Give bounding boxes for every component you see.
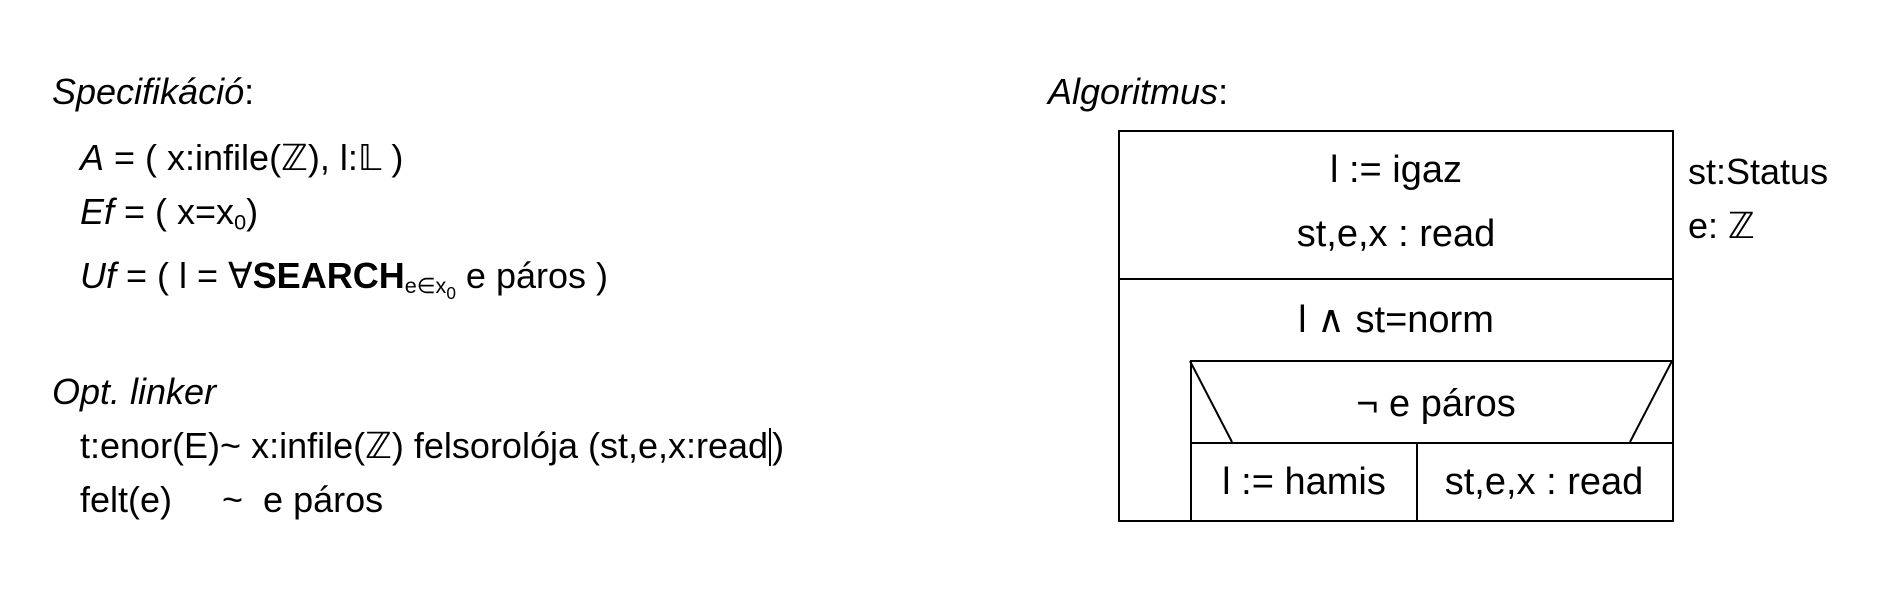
linker-line-2: felt(e) ~ e páros: [80, 479, 384, 520]
spec-Uf-bold: SEARCH: [252, 255, 405, 296]
spec-A-rest: = ( x:infile(ℤ), l:𝕃 ): [104, 137, 404, 178]
linker-line-1-end: ): [772, 425, 785, 466]
spec-heading: Specifikáció:: [52, 70, 254, 114]
loop-separator: [1190, 360, 1672, 362]
spec-Ef-sub: 0: [234, 209, 247, 235]
condition-separator: [1190, 442, 1672, 444]
spec-Ef-rest: = ( x=x: [114, 191, 235, 232]
spec-line-A: A = ( x:infile(ℤ), l:𝕃 ): [80, 136, 403, 180]
linker-line-1: t:enor(E)~ x:infile(ℤ) felsorolója (st,e…: [80, 424, 784, 468]
spec-Ef-label: Ef: [80, 191, 115, 232]
linker-heading: Opt. linker: [52, 371, 217, 412]
init-line-2: st,e,x : read: [1296, 213, 1496, 255]
loop-body-left-edge: [1190, 360, 1192, 520]
if-header-diagonals: [1189, 360, 1673, 443]
loop-condition: l ∧ st=norm: [1298, 299, 1494, 341]
else-branch: st,e,x : read: [1444, 461, 1644, 503]
spec-Uf-end: e páros ): [455, 255, 608, 296]
spec-Uf-sub-text: e∈x: [404, 273, 447, 299]
spec-heading-label: Specifikáció: [52, 71, 245, 112]
spec-heading-colon: :: [244, 71, 255, 112]
if-condition: ¬ e páros: [1356, 383, 1516, 425]
spec-line-Ef: Ef = ( x=x0): [80, 190, 258, 234]
spec-Uf-rest: = ( l = ∀: [116, 255, 253, 296]
then-branch: l := hamis: [1222, 461, 1386, 503]
init-separator: [1120, 278, 1672, 280]
algorithm-heading-label: Algoritmus: [1048, 71, 1219, 112]
var-status: st:Status: [1688, 151, 1829, 192]
spec-Ef-end: ): [246, 191, 259, 232]
linker-line-1-text: t:enor(E)~ x:infile(ℤ) felsorolója (st,e…: [80, 425, 769, 466]
if-left-diagonal: [1189, 360, 1233, 443]
algorithm-heading: Algoritmus:: [1048, 70, 1228, 114]
algorithm-heading-colon: :: [1218, 71, 1229, 112]
text-cursor: [769, 428, 772, 466]
spec-Uf-label: Uf: [80, 255, 116, 296]
structogram: l := igaz st,e,x : read l ∧ st=norm ¬ e …: [1118, 130, 1674, 522]
init-line-1: l := igaz: [1329, 149, 1463, 191]
if-right-diagonal: [1629, 360, 1673, 443]
spec-A-label: A: [80, 137, 105, 178]
spec-Uf-sub: e∈x0: [404, 273, 456, 302]
var-e: e: ℤ: [1688, 205, 1755, 246]
spec-Uf-subsub: 0: [446, 283, 456, 304]
branch-divider: [1416, 442, 1418, 520]
spec-line-Uf: Uf = ( l = ∀SEARCHe∈x0 e páros ): [80, 254, 608, 302]
